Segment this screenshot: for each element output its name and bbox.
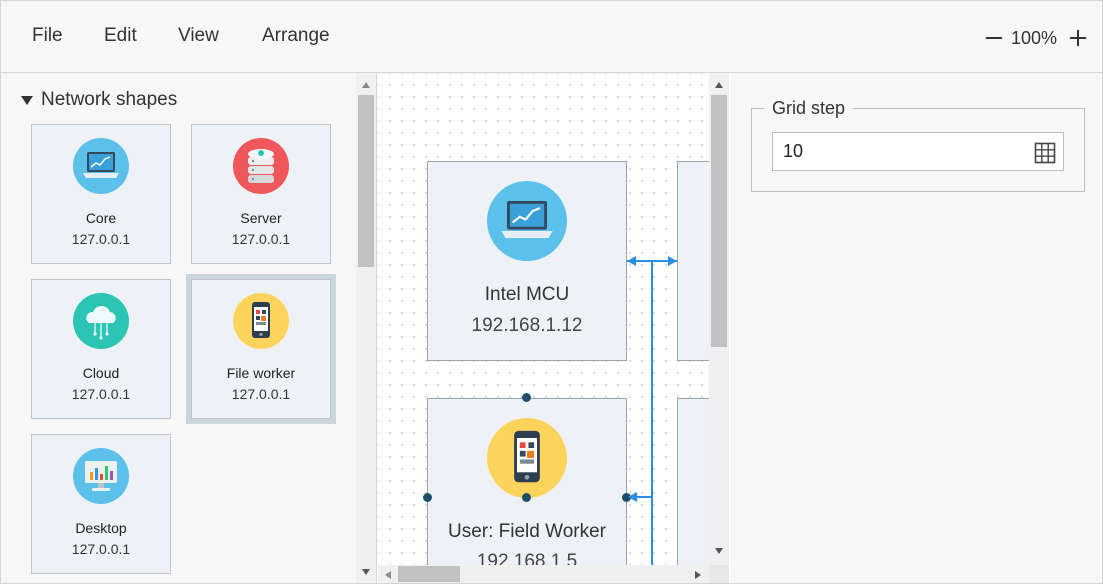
grid-step-label: Grid step <box>764 98 854 119</box>
grid-icon[interactable] <box>1034 142 1056 164</box>
properties-panel: Grid step 10 <box>730 73 1102 583</box>
palette-group-title: Network shapes <box>41 89 178 110</box>
canvas-horizontal-scroll-thumb[interactable] <box>398 566 460 582</box>
palette-shape-file-worker[interactable]: File worker 127.0.0.1 <box>186 274 336 424</box>
node-connection-handle-top[interactable] <box>522 393 531 402</box>
palette-group-header[interactable]: Network shapes <box>21 89 177 111</box>
node-title: Intel MCU <box>484 284 570 305</box>
palette-shape-desktop[interactable]: Desktop 127.0.0.1 <box>31 434 171 574</box>
collapse-triangle-icon[interactable] <box>21 95 33 105</box>
menu-edit[interactable]: Edit <box>104 25 137 46</box>
zoom-in-icon[interactable] <box>1069 29 1087 47</box>
shape-palette: Network shapes Core 127.0.0.1 <box>1 73 377 583</box>
node-address: 192.168.1.12 <box>471 315 583 336</box>
scroll-down-arrow-icon[interactable] <box>714 547 724 555</box>
scroll-left-arrow-icon[interactable] <box>384 570 392 580</box>
palette-scroll-thumb[interactable] <box>358 95 374 267</box>
shape-ip: 127.0.0.1 <box>71 386 131 402</box>
toolbar: File Edit View Arrange 100% <box>1 1 1102 73</box>
mobile-qr-icon <box>233 293 289 349</box>
node-connection-handle-center[interactable] <box>522 493 531 502</box>
shape-label: File worker <box>226 365 296 381</box>
cloud-icon <box>73 293 129 349</box>
grid-step-input[interactable]: 10 <box>772 132 1064 171</box>
shape-ip: 127.0.0.1 <box>231 231 291 247</box>
desktop-chart-icon <box>73 448 129 504</box>
scroll-down-arrow-icon[interactable] <box>361 568 371 576</box>
shape-label: Cloud <box>82 365 120 381</box>
diagram-node-field-worker[interactable]: User: Field Worker 192.168.1.5 <box>427 398 627 583</box>
shape-ip: 127.0.0.1 <box>71 541 131 557</box>
palette-shape-core[interactable]: Core 127.0.0.1 <box>31 124 171 264</box>
zoom-out-icon[interactable] <box>985 29 1003 47</box>
scrollbar-corner <box>709 565 729 583</box>
canvas-vertical-scrollbar[interactable] <box>709 73 729 565</box>
scroll-right-arrow-icon[interactable] <box>694 570 702 580</box>
menu-file[interactable]: File <box>32 25 63 46</box>
node-connection-handle-left[interactable] <box>423 493 432 502</box>
mobile-qr-icon <box>487 418 567 498</box>
palette-shape-server[interactable]: Server 127.0.0.1 <box>191 124 331 264</box>
diagram-canvas[interactable]: Intel MCU 192.168.1.12 User: Field Worke… <box>378 73 729 583</box>
menu-arrange[interactable]: Arrange <box>262 25 330 46</box>
laptop-chart-icon <box>73 138 129 194</box>
shape-ip: 127.0.0.1 <box>71 231 131 247</box>
zoom-level: 100% <box>1011 28 1058 48</box>
connector-lines[interactable] <box>378 73 729 583</box>
shape-label: Desktop <box>75 520 127 536</box>
grid-step-group: Grid step 10 <box>751 98 1085 192</box>
diagram-node-intel-mcu[interactable]: Intel MCU 192.168.1.12 <box>427 161 627 361</box>
shape-ip: 127.0.0.1 <box>231 386 291 402</box>
node-connection-handle-right[interactable] <box>622 493 631 502</box>
scroll-up-arrow-icon[interactable] <box>714 81 724 89</box>
scroll-up-arrow-icon[interactable] <box>361 81 371 89</box>
canvas-horizontal-scrollbar[interactable] <box>378 565 709 583</box>
palette-shape-cloud[interactable]: Cloud 127.0.0.1 <box>31 279 171 419</box>
laptop-chart-icon <box>487 181 567 261</box>
menu-view[interactable]: View <box>178 25 219 46</box>
node-title: User: Field Worker <box>447 521 606 542</box>
shape-label: Core <box>85 210 117 226</box>
palette-scrollbar[interactable] <box>356 73 376 583</box>
canvas-vertical-scroll-thumb[interactable] <box>711 95 727 347</box>
server-icon <box>233 138 289 194</box>
shape-label: Server <box>240 210 282 226</box>
